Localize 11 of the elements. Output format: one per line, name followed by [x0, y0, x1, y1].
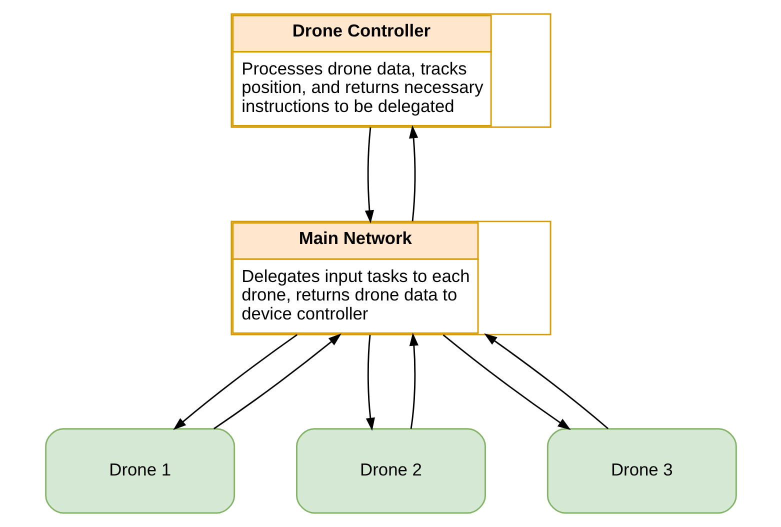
arrow [408, 332, 418, 429]
node-box: Drone 1 [44, 428, 235, 514]
arrow [172, 334, 298, 430]
node-box: Drone 3 [546, 428, 736, 514]
arrow [442, 334, 570, 430]
arrow [365, 334, 374, 431]
node-box: Drone 2 [296, 428, 486, 514]
arrow [408, 125, 418, 222]
arrow [484, 333, 608, 430]
arrow [213, 334, 341, 430]
arrow [364, 127, 374, 224]
